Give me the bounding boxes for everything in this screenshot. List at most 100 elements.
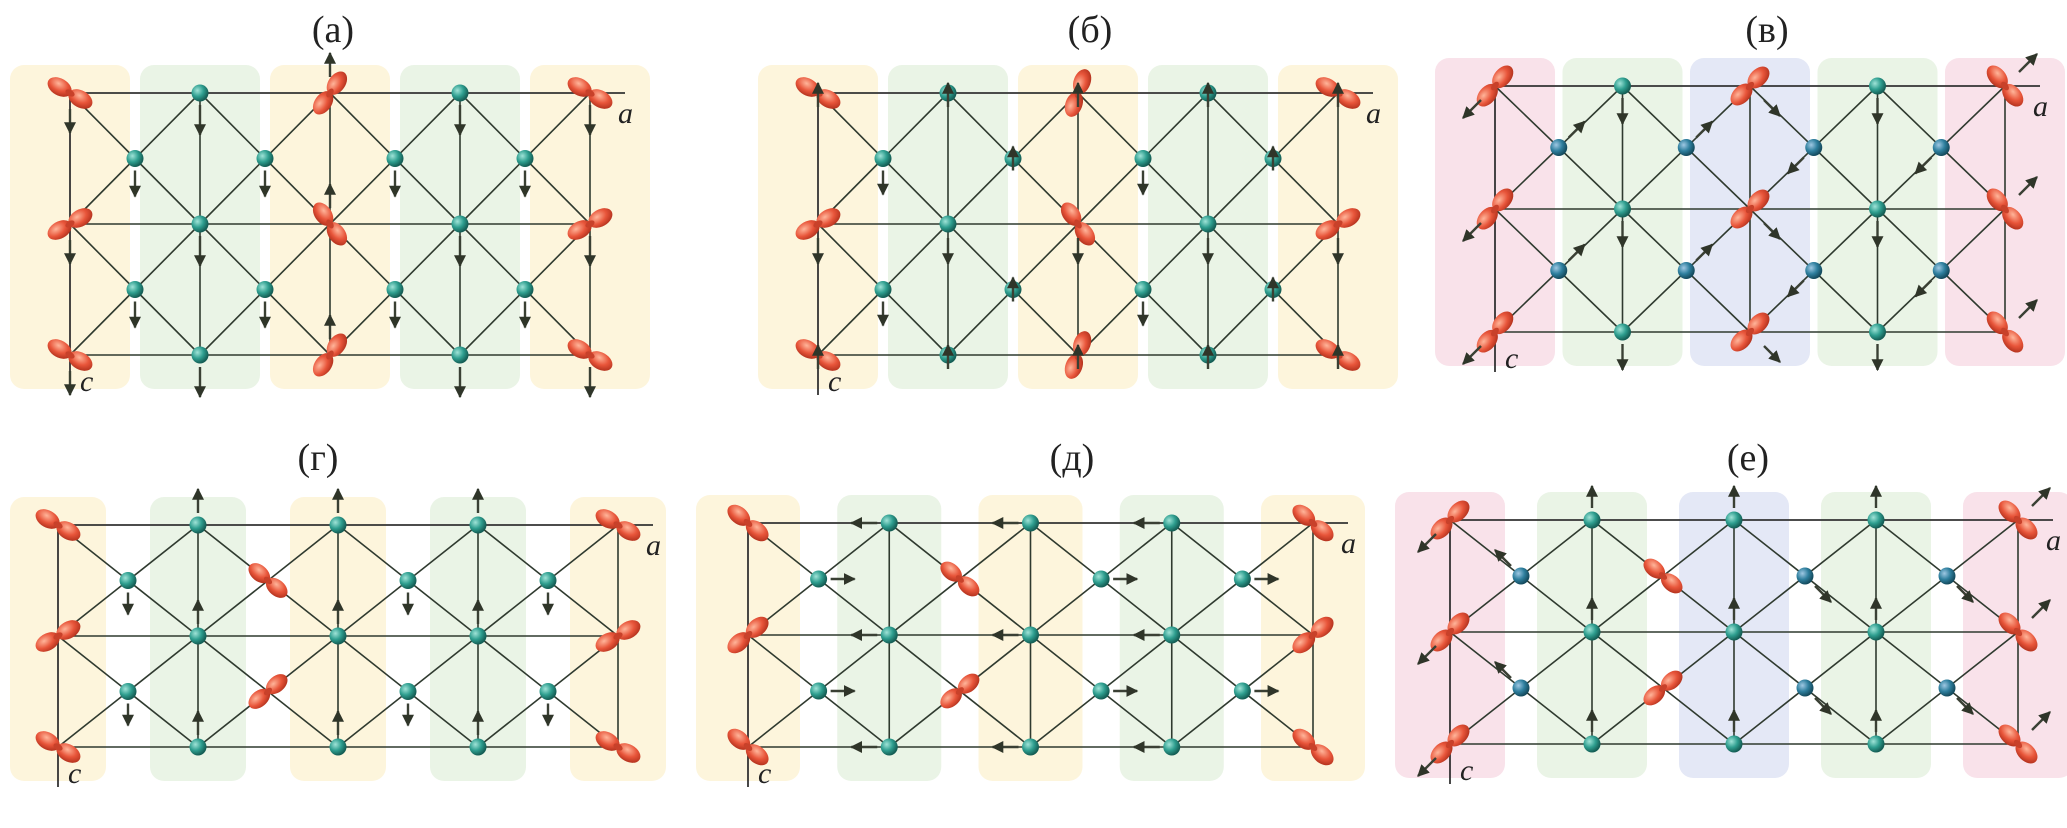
spin-arrow [1763,345,1781,363]
spin-arrow [1814,585,1832,603]
orbital-lobe [1430,612,1470,652]
atom [1614,200,1631,218]
spin-arrow [2018,299,2038,319]
axis-label-c: c [828,365,841,398]
orbital-lobe [727,616,769,654]
axis-label-c: c [68,757,81,790]
atom [126,150,144,167]
atom [1092,682,1110,700]
spin-arrow [1567,243,1586,262]
nodes [47,51,613,399]
orbital-lobe [1730,312,1770,352]
atom [1725,511,1743,529]
orbital-lobe [47,77,93,109]
atom [329,627,347,645]
orbital-lobe [1986,65,2024,107]
atom [119,572,137,589]
atom [939,215,957,233]
atom [1805,262,1823,279]
atom [1134,150,1152,167]
orbital-lobe [1292,616,1334,654]
atom [1867,511,1885,529]
atom [386,281,404,298]
atom [189,516,207,534]
atom [1869,323,1886,341]
orbital-lobe [595,509,641,541]
panel-a: (а) a c [10,9,650,399]
atom [191,84,209,102]
axis-label-c: c [80,365,93,398]
spin-arrow [1956,585,1974,603]
atom [874,150,892,167]
atom [191,215,209,233]
orbital-lobe [312,202,348,246]
axis-label-a: a [618,97,633,130]
panel-label: (в) [1745,9,1788,51]
orbital-lobe [1315,208,1361,240]
orbital-lobe [595,731,641,763]
panel-label: (а) [312,9,354,51]
atom [1869,77,1886,95]
axis-label-a: a [2046,524,2061,557]
atom [1614,323,1631,341]
atom [516,150,534,167]
spin-arrow [1695,243,1714,262]
atom [451,215,469,233]
atom [1022,626,1039,644]
axis-label-c: c [1460,754,1473,787]
atom [386,150,404,167]
panel-label: (г) [298,437,339,479]
axis-label-a: a [1366,97,1381,130]
atom [399,683,417,700]
atom [1163,626,1181,644]
orbital-lobe [35,509,81,541]
spin-arrow [1462,345,1482,365]
spin-arrow [1417,757,1437,777]
orbital-lobe [727,504,769,542]
atom [539,683,557,700]
spin-arrow [1567,120,1586,139]
panel-g: (г) ac [10,437,666,790]
atom [1550,139,1568,156]
nodes [795,69,1361,379]
atom [880,738,898,756]
orbital-lobe [1998,612,2038,652]
atom [1550,262,1568,279]
orbital-lobe [1476,65,1514,107]
atom [1092,570,1110,588]
spin-arrow [1786,279,1805,298]
spin-arrow [1695,120,1714,139]
orbital-lobe [1430,724,1470,764]
orbital-lobe [1060,202,1096,246]
atom [256,150,274,167]
orbital-lobe [1643,558,1683,594]
axis-label-c: c [1505,342,1518,375]
panel-b: (б) a c [758,9,1398,398]
orbital-lobe [248,674,288,709]
panel-label: (б) [1068,9,1113,51]
spin-arrow [1462,99,1482,119]
bands [758,65,1398,389]
nodes [1462,53,2038,372]
atom [880,514,898,532]
orbital-lobe [1730,66,1770,106]
atom [1796,567,1814,585]
orbital-lobe [1986,188,2024,230]
atom [1022,738,1039,756]
axis-label-a: a [2033,90,2048,123]
atom [1614,77,1631,95]
orbital-lobe [1292,504,1334,542]
atom [189,627,207,645]
atom [1134,281,1152,298]
atom [1199,215,1217,233]
orbital-lobe [1292,728,1334,766]
panel-label: (д) [1050,437,1095,479]
spin-arrow [2031,487,2051,507]
atom [810,682,828,700]
orbital-lobe [940,673,980,709]
atom [1583,511,1601,529]
atom [191,346,209,364]
orbital-lobe [248,563,288,598]
spin-arrow [1462,222,1482,242]
